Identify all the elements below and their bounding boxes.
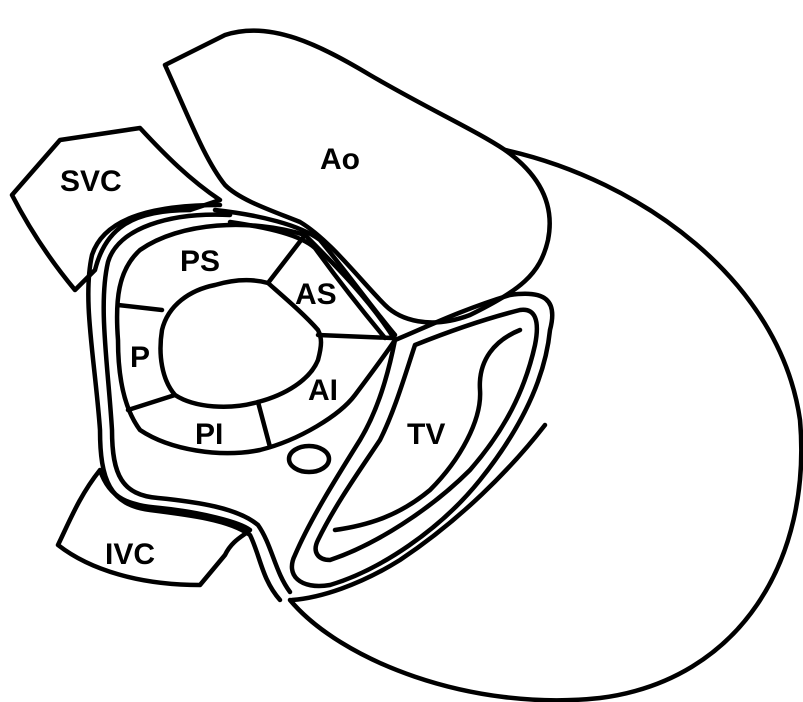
- label-svc: SVC: [60, 167, 122, 197]
- label-tv: TV: [407, 420, 445, 450]
- label-p: P: [130, 343, 150, 373]
- divider-pi-p: [128, 395, 175, 410]
- divider-p-ps: [118, 305, 162, 310]
- aorta-outline: [165, 31, 550, 323]
- label-ivc: IVC: [105, 540, 155, 570]
- coronary-sinus-oval: [289, 446, 329, 472]
- label-ai: AI: [308, 376, 338, 406]
- label-ps: PS: [180, 247, 220, 277]
- divider-ps-as: [268, 235, 305, 283]
- label-ao: Ao: [320, 145, 360, 175]
- label-as: AS: [295, 280, 337, 310]
- label-pi: PI: [195, 420, 223, 450]
- divider-ai-pi: [258, 402, 270, 447]
